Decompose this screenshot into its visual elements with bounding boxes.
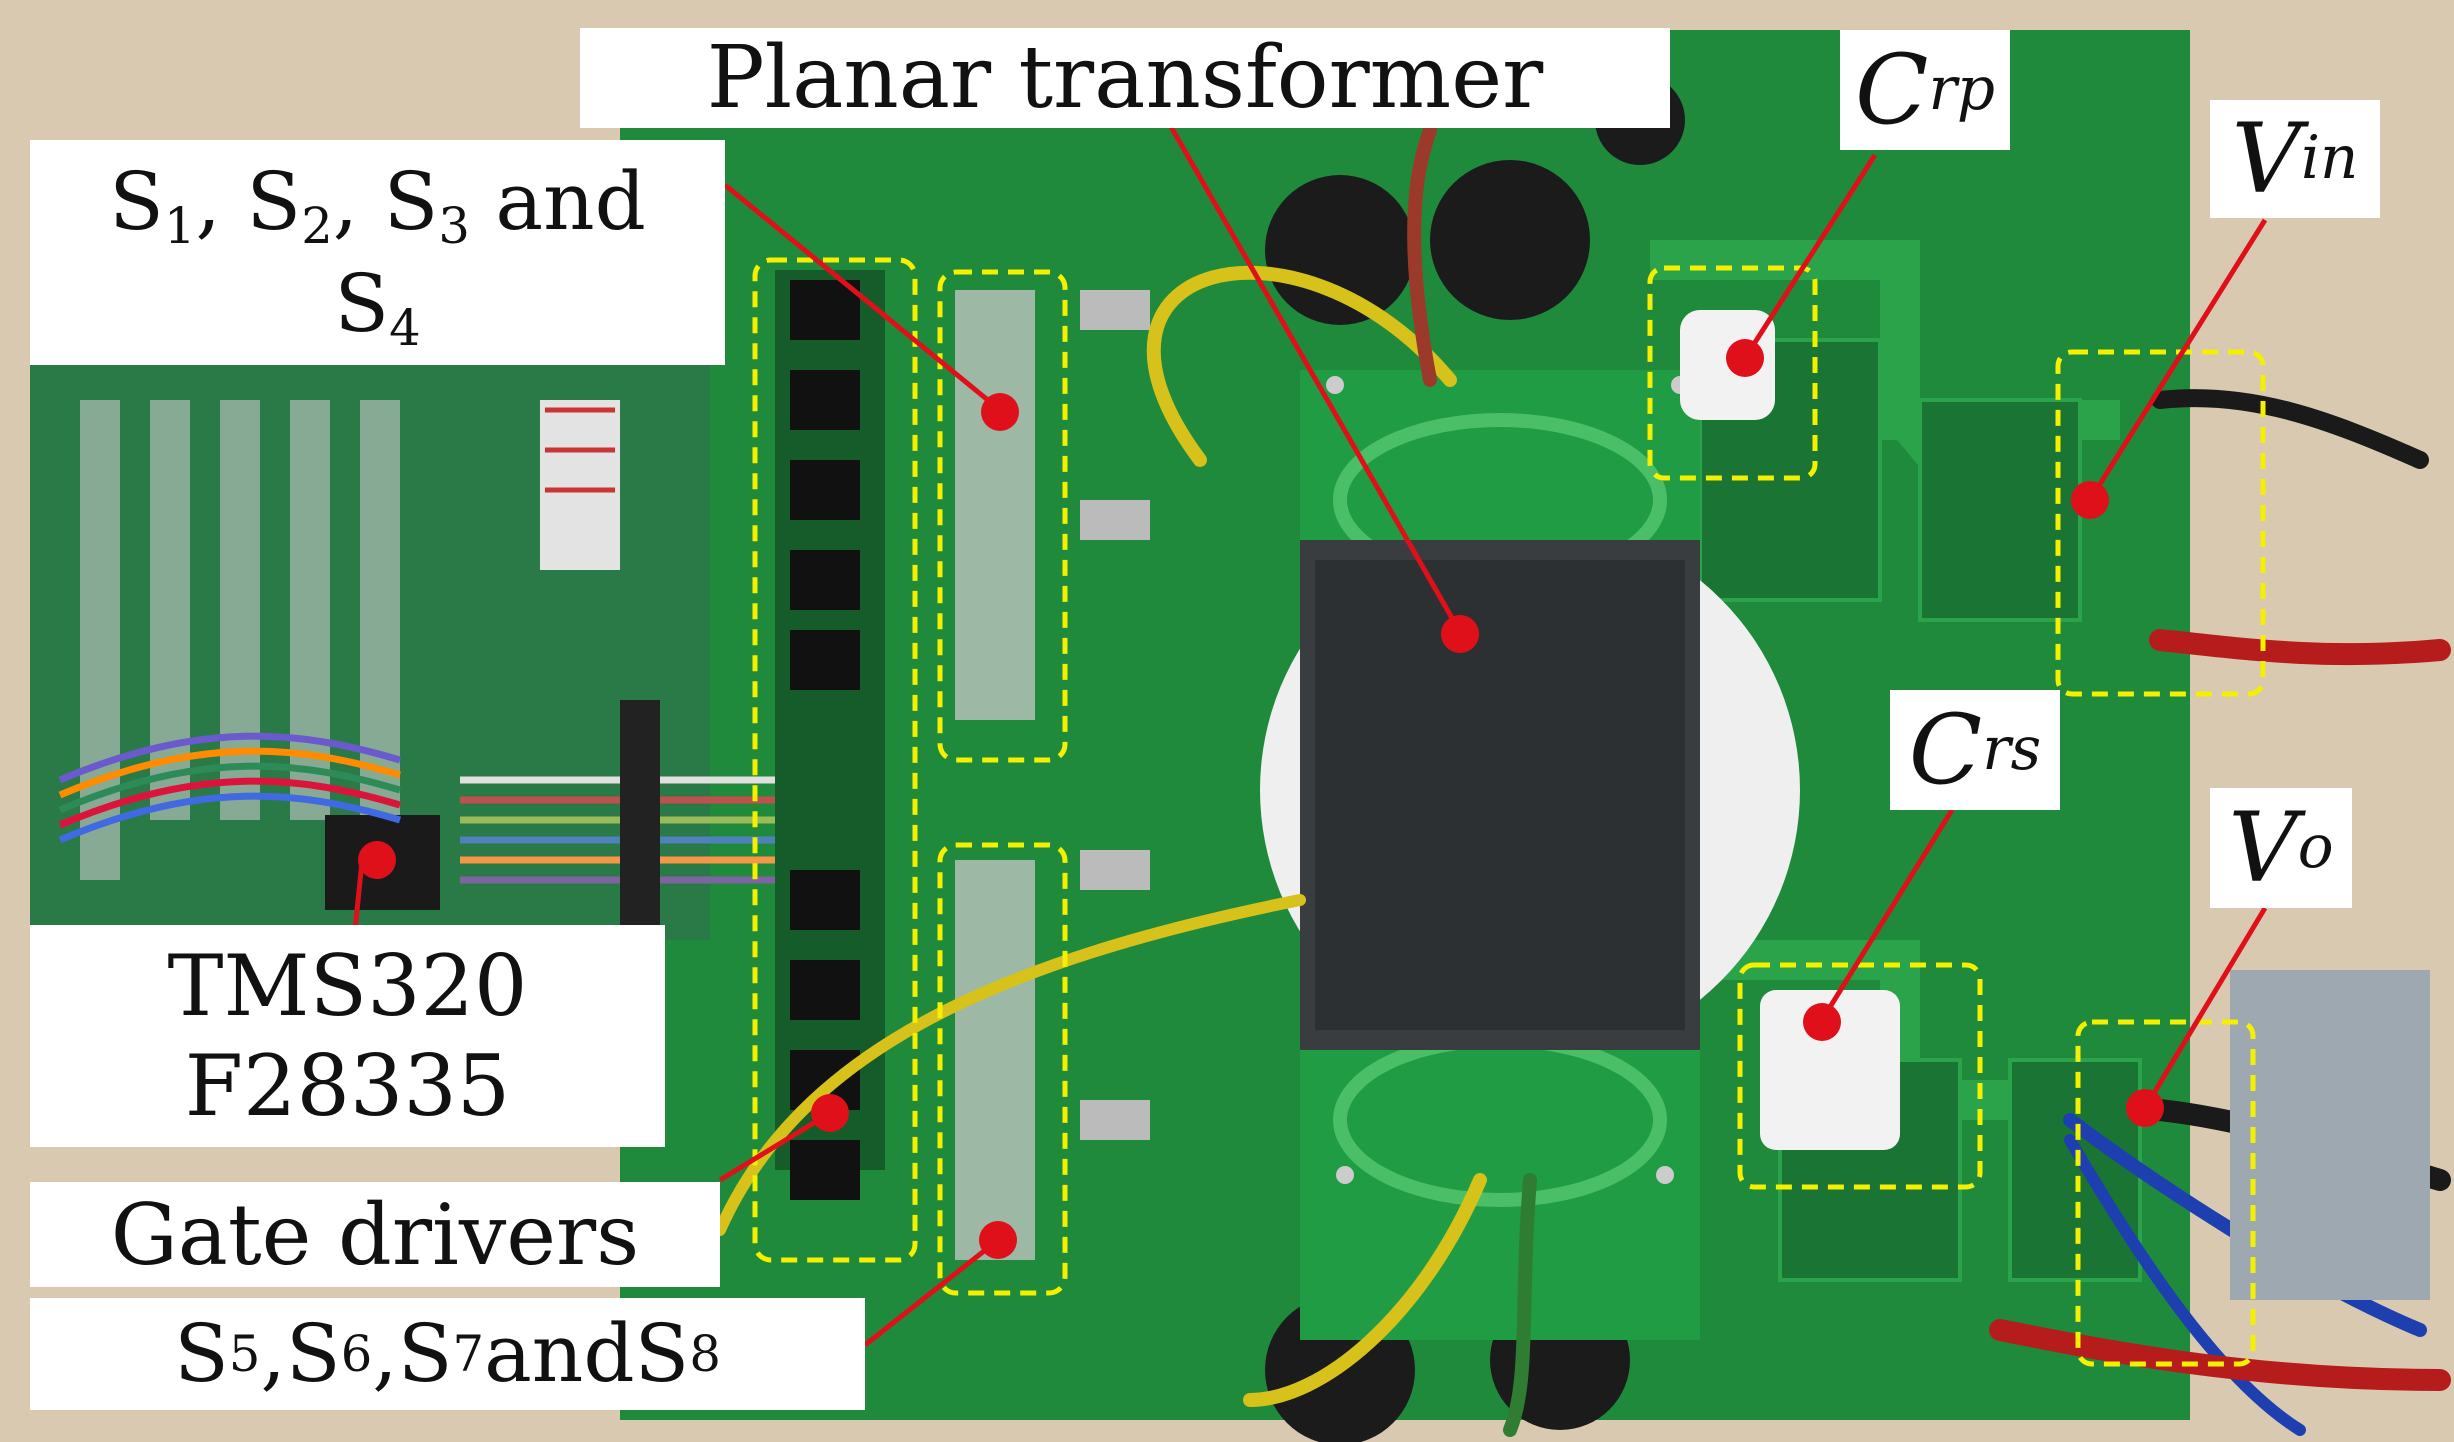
- label-s1-s4: S1, S2, S3 and S4: [30, 140, 725, 365]
- pointer-dots: [358, 339, 2164, 1259]
- pointer-lines: [352, 123, 2268, 1347]
- label-planar-transformer: Planar transformer: [580, 28, 1670, 128]
- label-dsp: TMS320 F28335: [30, 925, 665, 1147]
- switch-column: [775, 270, 885, 1200]
- vin-symbol: V: [2231, 103, 2301, 215]
- vo-symbol: V: [2228, 792, 2298, 904]
- capacitor: [1265, 175, 1415, 325]
- crp-symbol: C: [1854, 34, 1929, 146]
- planar-transformer: [1260, 370, 1800, 1340]
- crs-symbol: C: [1908, 694, 1983, 806]
- label-gate-drivers: Gate drivers: [30, 1182, 720, 1287]
- crs-capacitor: [1760, 990, 1900, 1150]
- highlight-boxes: [752, 257, 2266, 1367]
